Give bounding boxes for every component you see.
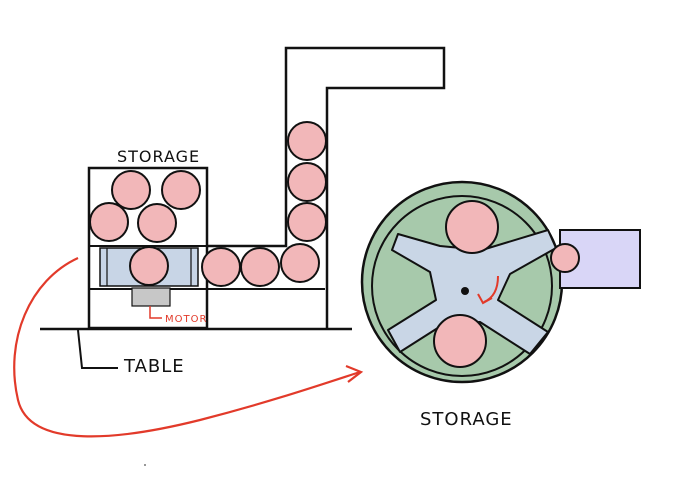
ball [287, 121, 327, 161]
ball [201, 247, 241, 287]
rotary-storage-inner [371, 195, 553, 377]
table-leader-line [77, 329, 118, 369]
feed-tube [207, 46, 446, 329]
ball [129, 246, 169, 286]
ball [89, 202, 129, 242]
ball [111, 170, 151, 210]
ball [240, 247, 280, 287]
transfer-arrow-head [345, 364, 364, 383]
ball [161, 170, 201, 210]
tube-balls [201, 121, 327, 287]
rotary-balls [433, 200, 580, 368]
ball [287, 162, 327, 202]
motor-leader-line [149, 306, 162, 319]
motor-label: MOTOR [165, 314, 207, 325]
table-label: TABLE [123, 356, 185, 377]
storage-left-label: STORAGE [117, 147, 200, 166]
rotor [387, 229, 557, 355]
ball [280, 243, 320, 283]
transfer-arrow-icon [13, 257, 361, 438]
ball [287, 202, 327, 242]
motor-block [131, 287, 171, 307]
ball [445, 200, 499, 254]
left-storage-box [87, 166, 209, 330]
ball [433, 314, 487, 368]
ball [137, 203, 177, 243]
rotation-arrow-head [477, 293, 493, 305]
ball [550, 243, 580, 273]
storage-right-label: STORAGE [420, 409, 513, 430]
rotor-axle [461, 287, 469, 295]
left-storage-balls [89, 170, 201, 286]
stray-dot [144, 464, 146, 466]
